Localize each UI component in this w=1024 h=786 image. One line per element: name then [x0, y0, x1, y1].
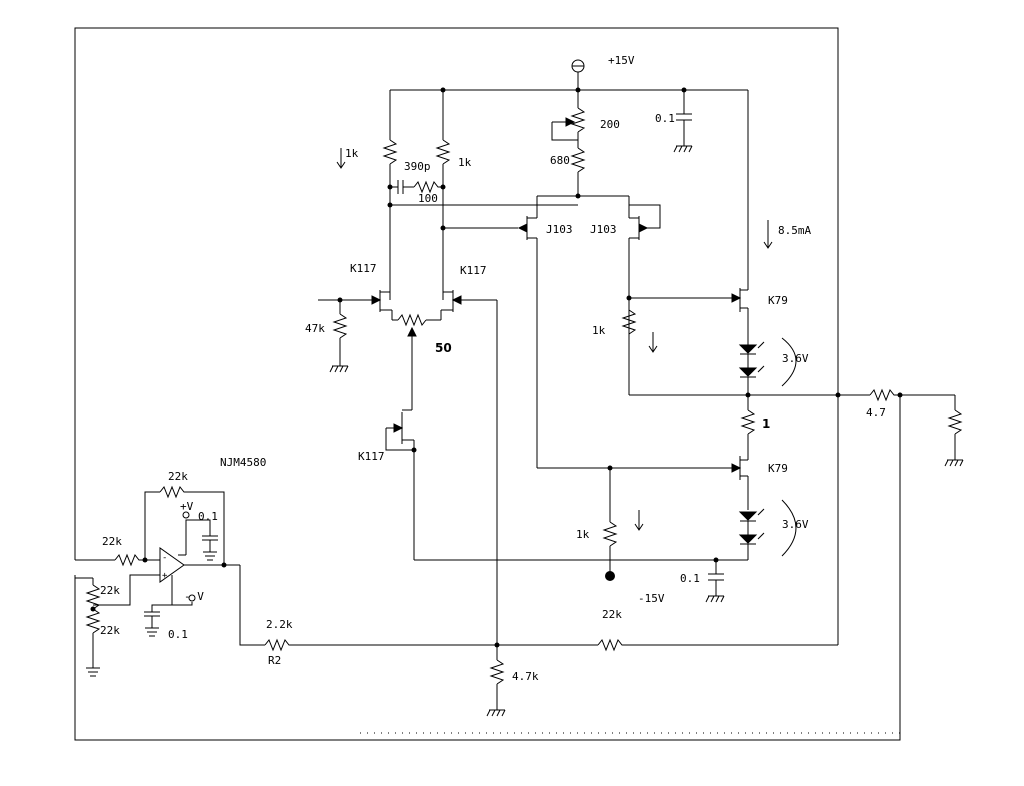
r-fb-22k-label: 22k — [602, 608, 622, 621]
current-arrow-icon — [336, 148, 346, 169]
jfet-j103-pair — [517, 195, 661, 468]
r-top-left-label: 1k — [345, 147, 359, 160]
cap-opamp-pos-label: 0.1 — [198, 510, 218, 523]
jfet-k117-right — [440, 290, 498, 645]
outer-wiring — [74, 27, 901, 741]
ground-icon — [486, 709, 506, 717]
current-arrow-icon — [648, 332, 658, 353]
k117-left-label: K117 — [350, 262, 377, 275]
opamp-section: - + — [75, 485, 240, 677]
r-emitter-label: 1 — [762, 417, 770, 431]
k117-right-label: K117 — [460, 264, 487, 277]
led-icon — [738, 337, 797, 410]
r-4k7-label: 4.7k — [512, 670, 539, 683]
j103-right-label: J103 — [590, 223, 617, 236]
cap-opamp-neg-label: 0.1 — [168, 628, 188, 641]
ground-icon — [705, 595, 725, 603]
pot-50-label: 50 — [435, 341, 452, 355]
output-k79-top — [629, 90, 749, 345]
output-4.7-and-load — [869, 388, 964, 467]
output-node — [629, 392, 870, 460]
r-mid-1k-a — [621, 309, 637, 335]
r-out-label: 4.7 — [866, 406, 886, 419]
opamp-pos-label: +V — [180, 500, 194, 513]
r47k — [329, 300, 349, 373]
pot-50 — [392, 313, 441, 410]
r-mid-1k-b-label: 1k — [576, 528, 590, 541]
ground-icon — [145, 627, 159, 637]
opamp-part-label: NJM4580 — [220, 456, 266, 469]
supply-neg-label: -15V — [638, 592, 665, 605]
cap-top-label: 0.1 — [655, 112, 675, 125]
ground-icon — [329, 365, 349, 373]
r-fb-top-label: 22k — [168, 470, 188, 483]
k79-bottom-label: K79 — [768, 462, 788, 475]
cap-bottom-label: 0.1 — [680, 572, 700, 585]
jfet-k117-left — [318, 290, 393, 320]
zener-bottom-label: 3.6V — [782, 518, 809, 531]
r-mid-1k-a-label: 1k — [592, 324, 606, 337]
opamp-neg-label: - V — [184, 590, 204, 603]
output-k79-bottom — [537, 456, 749, 510]
r-top-right-label: 1k — [458, 156, 472, 169]
r-in-a-label: 22k — [102, 535, 122, 548]
supply-pos-label: +15V — [608, 54, 635, 67]
ground-icon — [203, 551, 217, 561]
r-div-a-label: 22k — [100, 584, 120, 597]
opamp-icon — [159, 547, 185, 583]
r-mid-1k-b — [602, 468, 719, 581]
feedback-path — [239, 565, 838, 717]
current-arrow-icon — [763, 220, 773, 249]
cap-top-0.1 — [673, 90, 693, 153]
input-diff-pair — [382, 90, 578, 300]
r-div-b-label: 22k — [100, 624, 120, 637]
k117-bottom-label: K117 — [358, 450, 385, 463]
j103-left-label: J103 — [546, 223, 573, 236]
cap-390p-label: 390p — [404, 160, 431, 173]
r-2k2-label: 2.2k — [266, 618, 293, 631]
r47k-label: 47k — [305, 322, 325, 335]
r680-label: 680 — [550, 154, 570, 167]
pot-200-label: 200 — [600, 118, 620, 131]
svg-text:+: + — [162, 571, 168, 581]
led-icon — [738, 499, 797, 560]
r100-label: 100 — [418, 192, 438, 205]
bias-pot-200 — [551, 90, 586, 199]
jfet-k117-bottom — [385, 409, 748, 561]
svg-text:-: - — [162, 553, 167, 563]
ground-icon — [944, 459, 964, 467]
r2-label: R2 — [268, 654, 281, 667]
k79-top-label: K79 — [768, 294, 788, 307]
top-rail — [390, 59, 748, 93]
current-8-5-label: 8.5mA — [778, 224, 811, 237]
ground-icon — [673, 145, 693, 153]
cap-bottom-0.1 — [705, 560, 725, 603]
ground-icon — [86, 667, 100, 677]
current-arrow-icon — [634, 510, 644, 531]
zener-top-label: 3.6V — [782, 352, 809, 365]
